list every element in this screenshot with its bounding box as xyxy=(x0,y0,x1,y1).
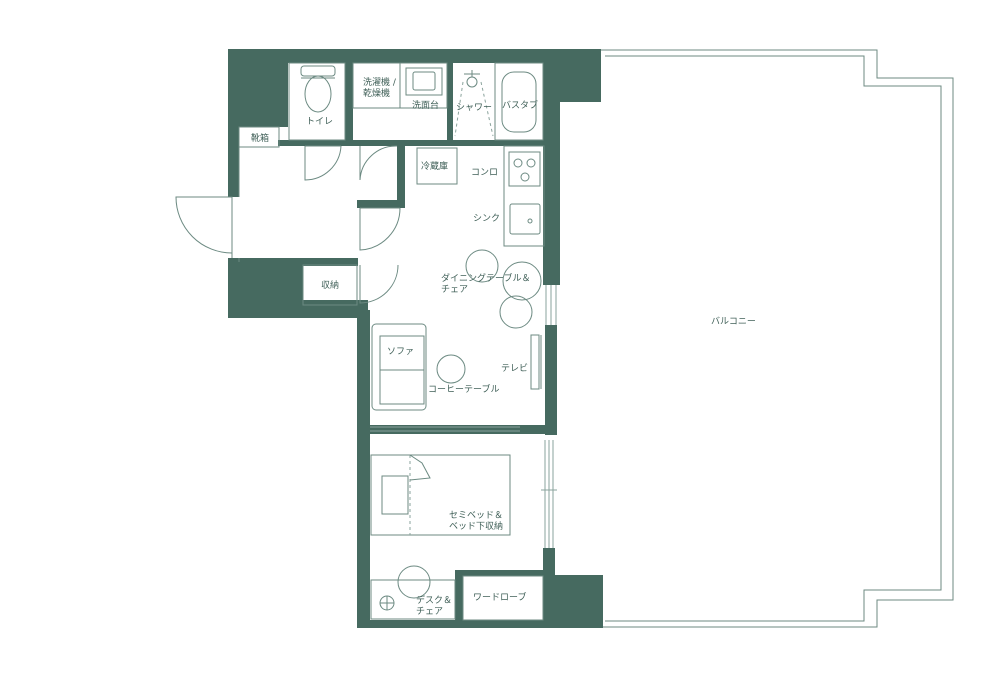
dining-label-line2: チェア xyxy=(441,284,468,295)
bed-label-line1: セミベッド＆ xyxy=(449,510,503,521)
sink-label: シンク xyxy=(473,213,500,224)
toilet-label: トイレ xyxy=(306,117,333,127)
balcony-outline xyxy=(601,49,954,628)
sofa-label: ソファ xyxy=(387,347,414,357)
desk-label-line1: デスク＆ xyxy=(416,594,452,606)
bathtub-label: バスタブ xyxy=(502,99,538,111)
washer-label-line2: 乾燥機 xyxy=(363,87,390,99)
storage-label: 収納 xyxy=(321,279,339,291)
fridge-label: 冷蔵庫 xyxy=(421,160,448,172)
dining-label-line1: ダイニングテーブル＆ xyxy=(441,272,530,284)
balcony-label: バルコニー xyxy=(711,316,756,327)
shower-label: シャワー xyxy=(456,103,492,113)
doors xyxy=(175,145,401,304)
shoe-cabinet-label: 靴箱 xyxy=(251,132,269,144)
wardrobe-label: ワードローブ xyxy=(473,591,526,603)
washbasin-label: 洗面台 xyxy=(412,99,439,111)
stove-label: コンロ xyxy=(471,168,498,178)
labels: トイレ 洗濯機 / 乾燥機 洗面台 シャワー バスタブ 靴箱 冷蔵庫 コンロ シ… xyxy=(251,76,756,617)
coffee-table-label: コーヒーテーブル xyxy=(428,383,499,395)
interior-lines xyxy=(231,62,557,621)
walls xyxy=(228,49,603,628)
bed-label-line2: ベッド下収納 xyxy=(449,520,503,532)
washer-label-line1: 洗濯機 / xyxy=(363,76,397,88)
desk-label-line2: チェア xyxy=(416,606,443,617)
tv-label: テレビ xyxy=(501,363,528,374)
